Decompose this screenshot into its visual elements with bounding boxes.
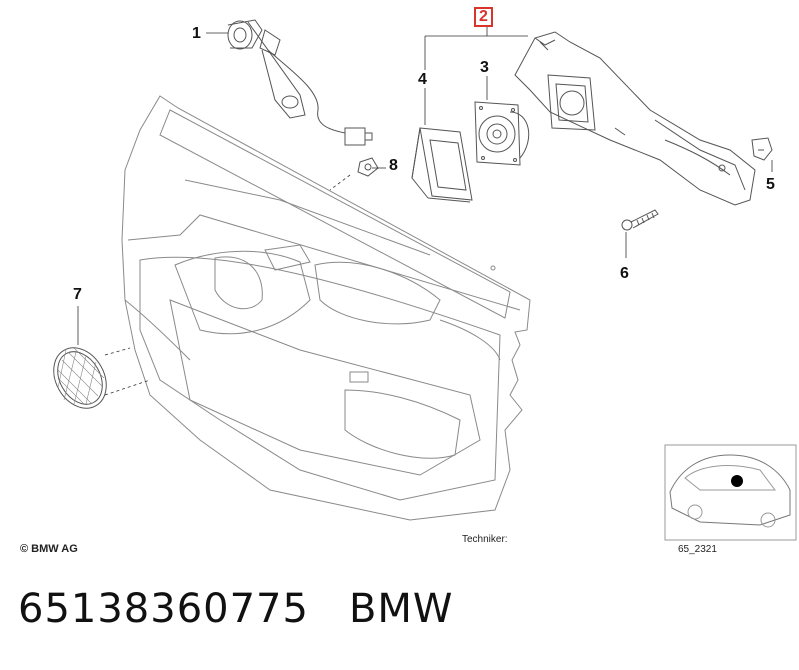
location-marker xyxy=(731,475,743,487)
callout-2-highlighted: 2 xyxy=(474,7,493,27)
door-trim-panel xyxy=(121,95,531,521)
technician-label: Techniker: xyxy=(462,534,508,545)
callout-3: 3 xyxy=(480,59,489,76)
callout-4: 4 xyxy=(418,71,427,88)
speaker-frame-part xyxy=(411,127,473,203)
leader-lines xyxy=(77,25,773,396)
speaker-housing xyxy=(514,31,756,206)
copyright-label: © BMW AG xyxy=(20,543,78,555)
part-number-footer: 65138360775 BMW xyxy=(18,586,453,632)
car-location-inset xyxy=(664,444,797,541)
callout-1: 1 xyxy=(192,25,201,42)
tweeter-assembly xyxy=(227,19,373,146)
expanding-clip-part xyxy=(751,137,773,161)
clip-nut-part xyxy=(357,157,379,177)
speaker-part xyxy=(474,101,530,166)
callout-6: 6 xyxy=(620,265,629,282)
callout-8: 8 xyxy=(389,157,398,174)
diagram-code: 65_2321 xyxy=(678,544,717,555)
speaker-grille-part xyxy=(53,347,107,409)
screw-part xyxy=(621,209,659,231)
part-number: 65138360775 xyxy=(18,586,309,632)
callout-5: 5 xyxy=(766,176,775,193)
brand-name: BMW xyxy=(348,586,454,632)
callout-7: 7 xyxy=(73,286,82,303)
